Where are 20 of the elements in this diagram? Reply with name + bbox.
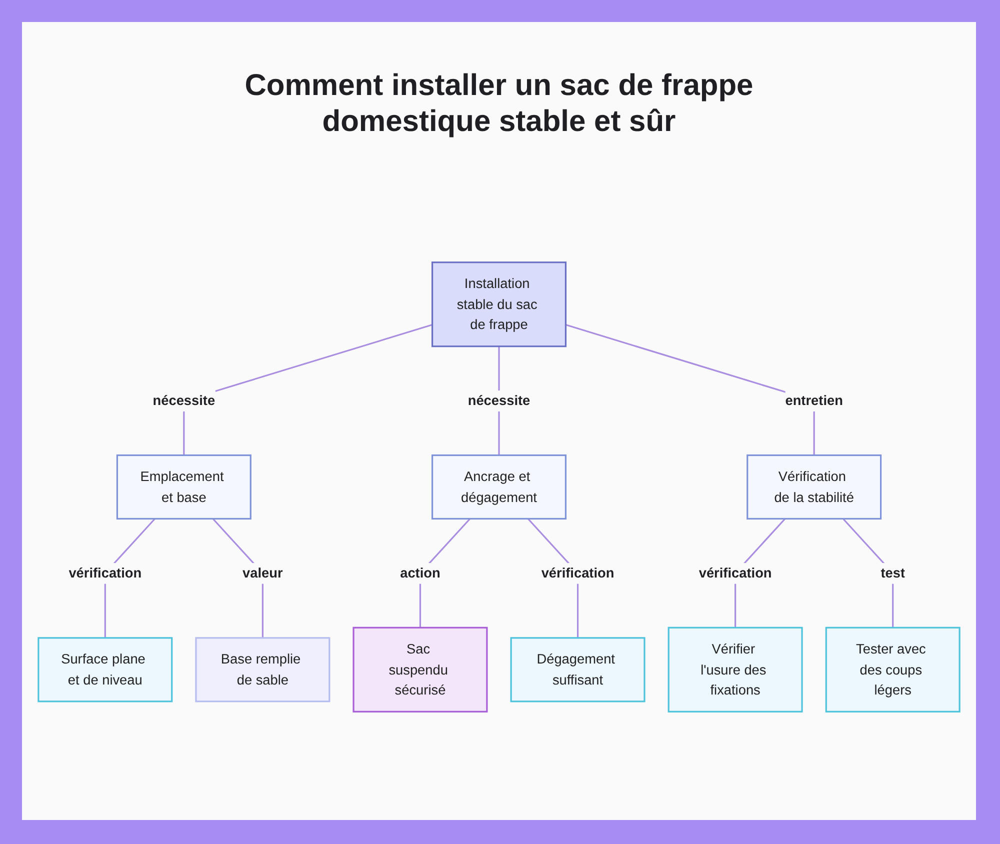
edge-label: test (880, 565, 906, 581)
node-box: Emplacement et base (116, 454, 252, 520)
edge-label: nécessite (468, 392, 530, 408)
node-box: Dégagement suffisant (510, 637, 646, 702)
edge-label: action (400, 565, 440, 581)
edge-label: nécessite (152, 392, 216, 408)
node-box: Installation stable du sac de frappe (431, 262, 567, 348)
edge-label: vérification (68, 565, 142, 581)
edge-label: vérification (541, 565, 614, 581)
node-box: Vérification de la stabilité (746, 454, 882, 520)
diagram-title: Comment installer un sac de frappe domestique stable et sûr (244, 68, 754, 140)
edge-label: vérification (698, 565, 772, 581)
node-box: Base remplie de sable (195, 637, 330, 702)
node-box: Surface plane et de niveau (38, 637, 173, 702)
node-box: Ancrage et dégagement (431, 454, 567, 520)
node-box: Sac suspendu sécurisé (352, 626, 488, 712)
node-box: Vérifier l'usure des fixations (668, 626, 803, 712)
edge-label: valeur (242, 565, 283, 581)
edge-label: entretien (785, 392, 843, 408)
node-box: Tester avec des coups légers (825, 626, 960, 712)
